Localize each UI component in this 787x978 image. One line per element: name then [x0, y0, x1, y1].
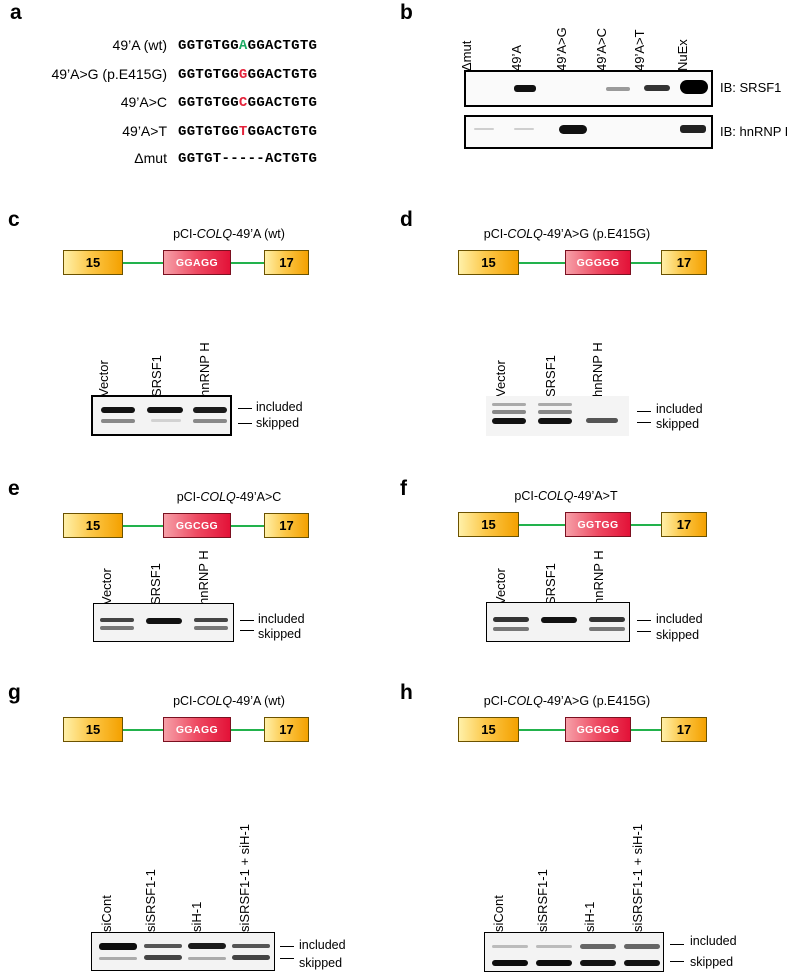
lane-label: hnRNP H: [591, 550, 606, 605]
sequence: GGTGTGGTGGACTGTG: [178, 124, 318, 140]
sequence: GGTGTGGAGGACTGTG: [178, 38, 318, 54]
lane-label: 49’A>T: [632, 29, 647, 71]
exon-17: 17: [264, 250, 309, 275]
band-label-skipped: skipped: [256, 416, 300, 430]
rt-pcr-gel: [91, 932, 275, 971]
exon-17: 17: [661, 512, 707, 537]
lane-label: SRSF1: [543, 355, 558, 397]
sequence: GGTGT-----ACTGTG: [178, 151, 318, 167]
lane-label: SRSF1: [148, 563, 163, 605]
lane-label: hnRNP H: [590, 342, 605, 397]
panel-label-g: g: [8, 681, 21, 704]
sequence-name: 49’A>C: [120, 94, 167, 110]
lane-label: hnRNP H: [197, 342, 212, 397]
band-label-skipped: skipped: [656, 417, 700, 431]
panel-label-b: b: [400, 1, 413, 24]
panel-label-f: f: [400, 477, 407, 500]
lane-label: 49’A>C: [594, 28, 609, 71]
sequence: GGTGTGGCGGACTGTG: [178, 95, 318, 111]
motif-box: GGAGG: [163, 250, 231, 275]
exon-15: 15: [63, 717, 123, 742]
exon-15: 15: [458, 717, 519, 742]
exon-17: 17: [264, 717, 309, 742]
exon-15: 15: [458, 512, 519, 537]
lane-label: siH-1: [582, 901, 597, 932]
rt-pcr-gel: [91, 395, 232, 436]
lane-label: NuEx: [675, 39, 690, 71]
panel-label-c: c: [8, 208, 20, 231]
exon-17: 17: [661, 717, 707, 742]
band-label-skipped: skipped: [299, 956, 343, 970]
band-label-skipped: skipped: [690, 955, 734, 969]
exon-17: 17: [661, 250, 707, 275]
blot-label: IB: SRSF1: [720, 80, 782, 95]
band-label-skipped: skipped: [258, 627, 302, 641]
blot-label: IB: hnRNP H: [720, 124, 787, 139]
band-label-included: included: [656, 402, 703, 416]
exon-15: 15: [63, 250, 123, 275]
construct-title: pCI-COLQ-49’A (wt): [173, 694, 285, 708]
lane-label: siSRSF1-1 + siH-1: [237, 824, 252, 932]
construct-title: pCI-COLQ-49’A (wt): [173, 227, 285, 241]
motif-box: GGTGG: [565, 512, 631, 537]
lane-label: SRSF1: [149, 355, 164, 397]
lane-label: Vector: [493, 568, 508, 605]
band-label-included: included: [258, 612, 305, 626]
band-label-included: included: [656, 612, 703, 626]
panel-label-a: a: [10, 1, 22, 24]
lane-label: Vector: [96, 360, 111, 397]
construct-title: pCI-COLQ-49’A>C: [176, 490, 282, 504]
exon-17: 17: [264, 513, 309, 538]
sequence: GGTGTGGGGGACTGTG: [178, 67, 318, 83]
lane-label: siCont: [99, 895, 114, 932]
lane-label: siSRSF1-1: [535, 869, 550, 932]
motif-box: GGCGG: [163, 513, 231, 538]
lane-label: Vector: [493, 360, 508, 397]
band-label-included: included: [690, 934, 737, 948]
lane-label: Δmut: [459, 40, 474, 71]
lane-label: SRSF1: [543, 563, 558, 605]
motif-box: GGAGG: [163, 717, 231, 742]
motif-box: GGGGG: [565, 250, 631, 275]
rt-pcr-gel: [93, 603, 234, 642]
sequence-name: 49’A>G (p.E415G): [51, 66, 167, 82]
lane-label: siCont: [491, 895, 506, 932]
rt-pcr-gel: [484, 932, 664, 972]
sequence-name: 49’A>T: [122, 123, 167, 139]
motif-box: GGGGG: [565, 717, 631, 742]
exon-15: 15: [63, 513, 123, 538]
construct-title: pCI-COLQ-49’A>T: [514, 489, 618, 503]
sequence-name: Δmut: [134, 150, 167, 166]
lane-label: siH-1: [189, 901, 204, 932]
lane-label: siSRSF1-1 + siH-1: [630, 824, 645, 932]
panel-label-d: d: [400, 208, 413, 231]
band-label-included: included: [256, 400, 303, 414]
exon-15: 15: [458, 250, 519, 275]
panel-label-h: h: [400, 681, 413, 704]
construct-title: pCI-COLQ-49’A>G (p.E415G): [483, 694, 651, 708]
band-label-skipped: skipped: [656, 628, 700, 642]
lane-label: hnRNP H: [196, 550, 211, 605]
lane-label: 49’A>G: [554, 27, 569, 71]
lane-label: Vector: [99, 568, 114, 605]
panel-label-e: e: [8, 477, 20, 500]
rt-pcr-gel: [486, 602, 630, 642]
rt-pcr-gel: [486, 396, 629, 436]
blot-hnrnph: [464, 115, 713, 149]
construct-title: pCI-COLQ-49’A>G (p.E415G): [483, 227, 651, 241]
band-label-included: included: [299, 938, 346, 952]
sequence-name: 49’A (wt): [112, 37, 167, 53]
lane-label: 49’A: [509, 44, 524, 71]
lane-label: siSRSF1-1: [143, 869, 158, 932]
blot-srsf1: [464, 70, 713, 107]
